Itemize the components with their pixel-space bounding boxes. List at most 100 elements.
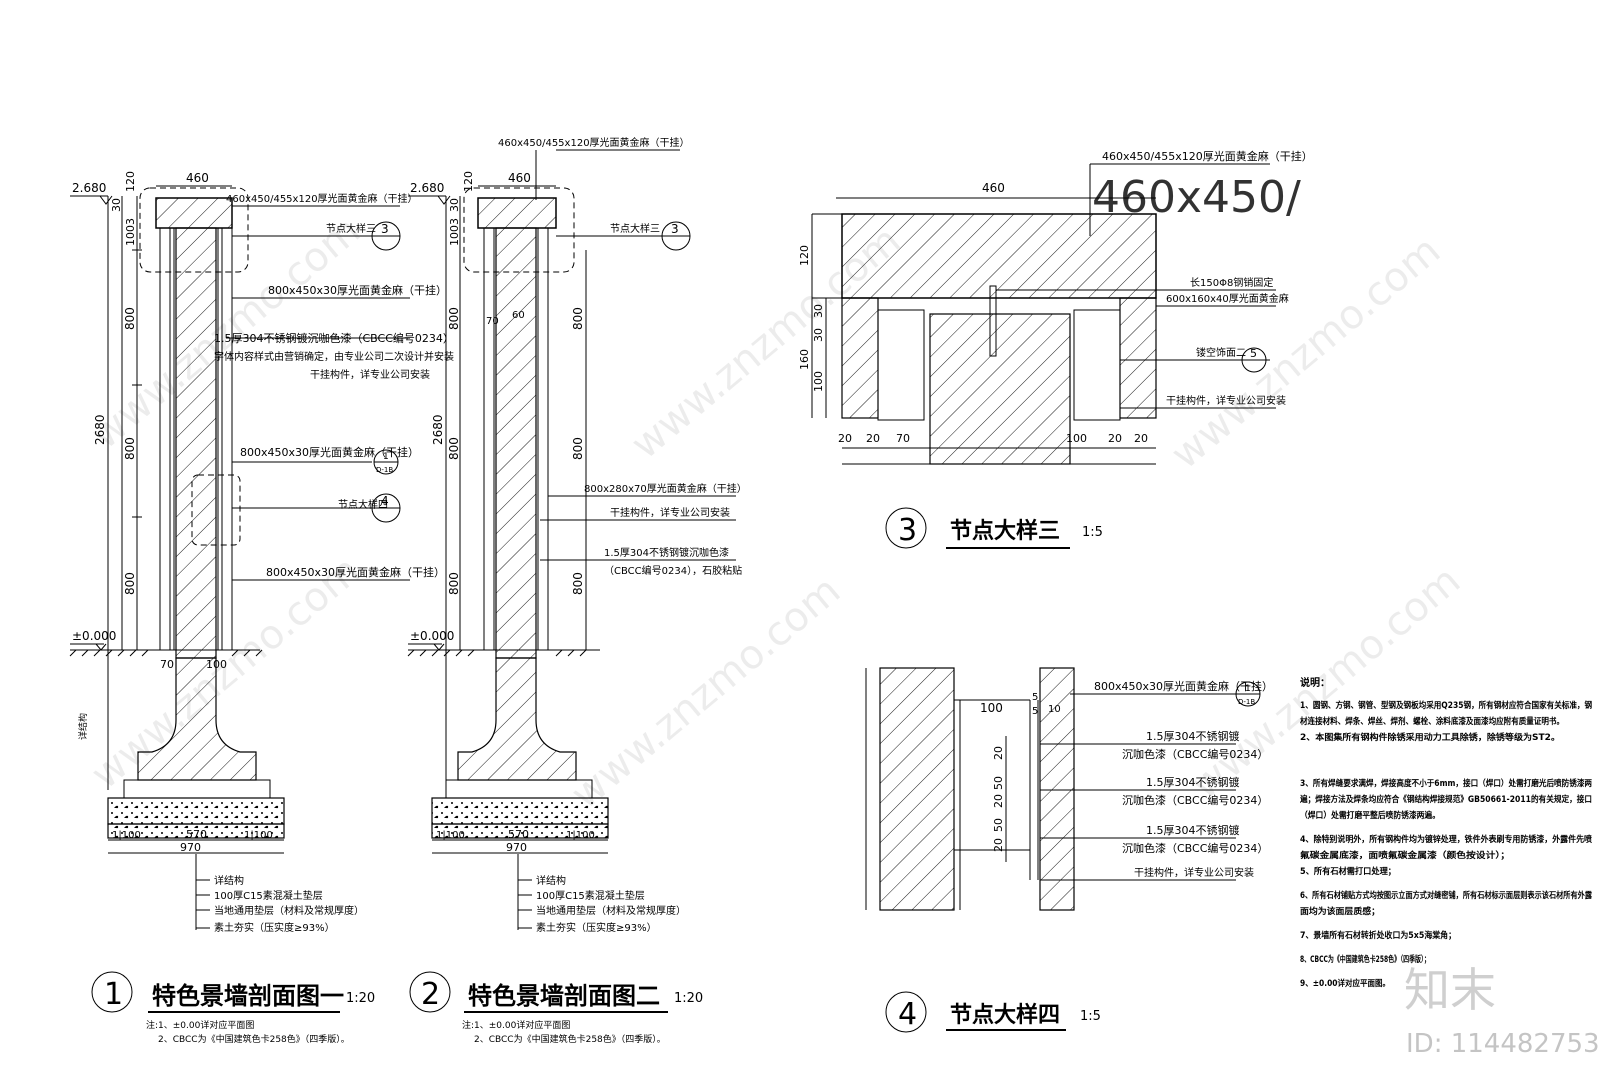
gravel-bed bbox=[431, 797, 609, 825]
notes-panel: 说明： 1、圆钢、方钢、钢管、型钢及钢板均采用Q235钢，所有钢材应符合国家有关… bbox=[1299, 676, 1592, 989]
dim-bottom: 100 bbox=[206, 658, 227, 671]
dim-bottom: 1|100 bbox=[244, 830, 273, 841]
callout: 字体内容样式由营销确定，由专业公司二次设计并安装 bbox=[214, 350, 454, 363]
dim-left: 20 bbox=[992, 794, 1005, 808]
note-line: 遍；焊接方法及焊条均应符合《钢结构焊接规范》GB50661-2011的有关规定，… bbox=[1299, 794, 1592, 805]
note: 注:1、±0.00详对应平面图 bbox=[146, 1019, 254, 1031]
dim-top: 460 bbox=[186, 171, 209, 185]
callout: 800x450x30厚光面黄金麻（干挂） bbox=[240, 445, 419, 459]
dim-left: 50 bbox=[992, 776, 1005, 790]
callout: 800x450x30厚光面黄金麻（干挂） bbox=[266, 565, 445, 579]
dim-bottom: 1|100 bbox=[436, 830, 465, 841]
svg-text:4: 4 bbox=[381, 494, 389, 508]
drawing-number-circle bbox=[409, 971, 451, 1013]
dim-left: 30 bbox=[812, 328, 825, 342]
dim-left: 120 bbox=[798, 245, 811, 266]
dim-bottom: 1|100 bbox=[566, 830, 595, 841]
note: 注:1、±0.00详对应平面图 bbox=[462, 1019, 570, 1031]
drawing-number: 2 bbox=[421, 977, 440, 1012]
dim-left: 800 bbox=[123, 307, 137, 330]
dim-bottom: 570 bbox=[186, 828, 207, 841]
dim-left: 50 bbox=[992, 818, 1005, 832]
note: 2、CBCC为《中国建筑色卡258色》（四季版）。 bbox=[158, 1033, 350, 1045]
dim-top: 5 bbox=[1032, 706, 1038, 717]
svg-text:1: 1 bbox=[383, 452, 389, 462]
layer-label: 详结构 bbox=[536, 874, 566, 887]
level-top-label: 2.680 bbox=[410, 181, 444, 195]
inner-dim: 70 bbox=[486, 316, 499, 327]
inner-dim: 60 bbox=[512, 310, 525, 321]
layer-label: 详结构 bbox=[214, 874, 244, 887]
note-line: 面均为该面层质感； bbox=[1300, 906, 1380, 917]
dim-left: 20 bbox=[992, 838, 1005, 852]
dim-left: 800 bbox=[447, 437, 461, 460]
dim-left: 800 bbox=[447, 307, 461, 330]
level-top-label: 2.680 bbox=[72, 181, 106, 195]
dim-left: 30 bbox=[110, 198, 123, 212]
svg-text:3: 3 bbox=[671, 222, 679, 236]
callout: 460x450/455x120厚光面黄金麻（干挂） bbox=[498, 136, 690, 149]
callout: 节点大样三 bbox=[326, 222, 376, 235]
wall-core bbox=[495, 227, 537, 659]
callout: 800x450x30厚光面黄金麻（干挂） bbox=[1094, 679, 1273, 693]
callout: 600x160x40厚光面黄金麻 bbox=[1166, 292, 1289, 305]
svg-text:D-1B: D-1B bbox=[376, 466, 393, 474]
drawing-scale: 1:20 bbox=[674, 991, 703, 1006]
drawing-number-circle bbox=[885, 507, 927, 549]
drawing-number-circle bbox=[91, 971, 133, 1013]
drawing-scale: 1:20 bbox=[346, 991, 375, 1006]
drawing-number: 1 bbox=[104, 977, 123, 1012]
dim-left: 100 bbox=[812, 371, 825, 392]
note-line: 氟碳金属底漆，面喷氟碳金属漆（颜色按设计）； bbox=[1300, 850, 1510, 861]
dim-top: 10 bbox=[1048, 704, 1061, 715]
level-ground-label: ±0.000 bbox=[72, 629, 116, 643]
layer-label: 当地通用垫层（材料及常规厚度） bbox=[214, 904, 364, 917]
callout: 沉咖色漆（CBCC编号0234） bbox=[1122, 747, 1268, 761]
dim-right: 800 bbox=[571, 307, 585, 330]
brand-watermark: 知末 bbox=[1404, 963, 1496, 1017]
layer-label: 素土夯实（压实度≥93%） bbox=[536, 921, 657, 934]
dim-left: 1003 bbox=[124, 218, 137, 246]
dim-top: 460 bbox=[982, 181, 1005, 195]
dim-left: 800 bbox=[447, 572, 461, 595]
detail-bubble: 4 bbox=[371, 493, 401, 523]
callout: 1.5厚304不锈钢镀沉咖色漆 bbox=[604, 546, 729, 559]
callout: 1.5厚304不锈钢镀 bbox=[1146, 729, 1240, 743]
note-line: 9、±0.00详对应平面图。 bbox=[1300, 978, 1390, 989]
drawing-title: 节点大样四 bbox=[950, 1002, 1060, 1028]
side-panel bbox=[841, 297, 879, 419]
callout: 镂空饰面二 bbox=[1196, 346, 1246, 359]
drawing-number: 4 bbox=[898, 997, 917, 1032]
callout: （CBCC编号0234），石胶粘贴 bbox=[604, 564, 742, 577]
drawing-scale: 1:5 bbox=[1080, 1009, 1101, 1024]
note-line: 7、景墙所有石材转折处收口为5x5海棠角； bbox=[1300, 930, 1456, 941]
dim-bottom: 1|100 bbox=[112, 830, 141, 841]
svg-text:D-1B: D-1B bbox=[1238, 698, 1255, 706]
drawing-scale: 1:5 bbox=[1082, 525, 1103, 540]
callout: 1.5厚304不锈钢镀 bbox=[1146, 775, 1240, 789]
callout: 沉咖色漆（CBCC编号0234） bbox=[1122, 841, 1268, 855]
svg-text:3: 3 bbox=[381, 222, 389, 236]
section-2: 2.680 30 120 1003 800 2680 800 800 800 8… bbox=[407, 136, 747, 1045]
note-line: 8、CBCC为《中国建筑色卡258色》（四季版）； bbox=[1300, 954, 1430, 965]
gravel-bed bbox=[107, 797, 285, 825]
svg-text:5: 5 bbox=[1250, 347, 1257, 360]
stone-panel bbox=[1039, 667, 1075, 911]
dim-right: 800 bbox=[571, 437, 585, 460]
callout: 沉咖色漆（CBCC编号0234） bbox=[1122, 793, 1268, 807]
wall-core bbox=[929, 313, 1071, 465]
dim-bottom: 70 bbox=[896, 432, 910, 445]
dim-left: 1003 bbox=[448, 218, 461, 246]
detail-4: 100 5 10 5 20 50 20 50 20 800x450x30厚光面黄… bbox=[865, 667, 1273, 1033]
dim-top: 460 bbox=[508, 171, 531, 185]
notes-heading: 说明： bbox=[1300, 676, 1330, 689]
layer-label: 素土夯实（压实度≥93%） bbox=[214, 921, 335, 934]
note: 2、CBCC为《中国建筑色卡258色》（四季版）。 bbox=[474, 1033, 666, 1045]
dim-top: 100 bbox=[980, 701, 1003, 715]
dim-left: 120 bbox=[124, 171, 137, 192]
dim-left: 800 bbox=[123, 572, 137, 595]
dim-bottom: 970 bbox=[180, 841, 201, 854]
callout: 干挂构件，详专业公司安装 bbox=[310, 368, 430, 381]
note-line: （焊口）处需打磨平整后喷防锈漆两遍。 bbox=[1300, 810, 1440, 821]
